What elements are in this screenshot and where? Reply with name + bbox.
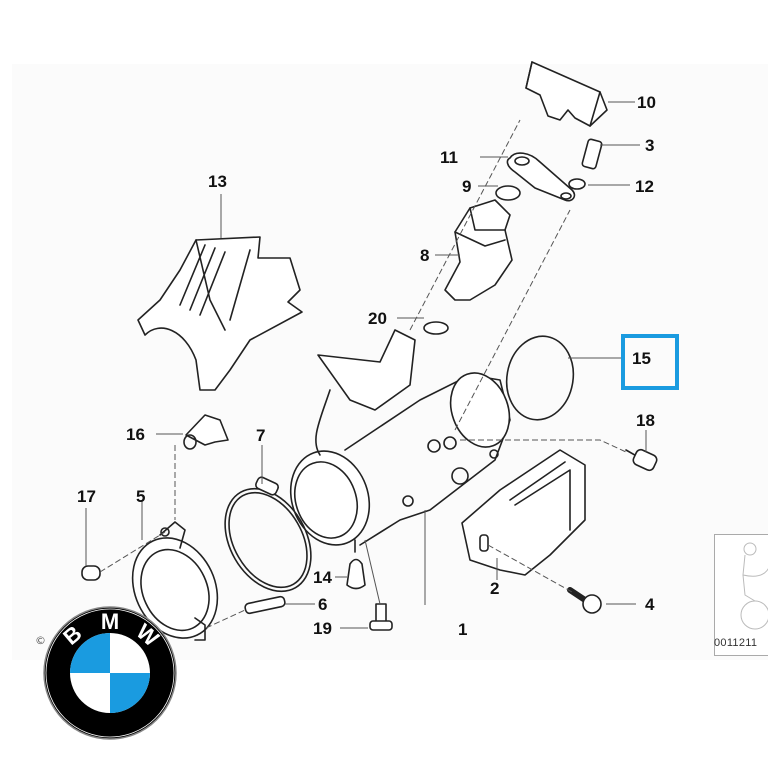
part-8-sensor [444,199,513,301]
part-7-clamp [224,476,312,593]
callout-13[interactable]: 13 [208,172,227,191]
part-4-bolt [567,587,602,614]
reference-thumbnail [714,534,768,656]
part-10-clip [525,61,608,127]
callout-5[interactable]: 5 [136,487,146,506]
part-1-throttle-body [289,329,511,553]
part-5-boot [131,521,219,641]
part-6-bolt [244,595,286,615]
bmw-logo: B M W [43,606,177,740]
callout-6[interactable]: 6 [318,595,328,614]
callout-2[interactable]: 2 [490,579,500,598]
callout-7[interactable]: 7 [256,426,266,445]
callout-12[interactable]: 12 [635,177,654,196]
part-16-connector [183,414,229,450]
callout-4[interactable]: 4 [645,595,655,614]
callout-3[interactable]: 3 [645,136,655,155]
callout-14[interactable]: 14 [313,568,332,587]
callout-17[interactable]: 17 [77,487,96,506]
callout-19[interactable]: 19 [313,619,332,638]
part-12-washer [568,178,586,190]
part-20-washer [423,321,449,335]
part-11-plate [506,152,576,202]
callout-10[interactable]: 10 [637,93,656,112]
copyright-symbol: © [35,634,46,647]
part-14-cap [346,558,366,590]
callout-1[interactable]: 1 [458,620,468,639]
part-9-washer [495,185,521,201]
part-2-module [461,449,586,576]
callout-18[interactable]: 18 [636,411,655,430]
part-17-plug [81,565,101,581]
part-18-screw [625,448,658,472]
motorcycle-thumbnail-icon [740,542,768,630]
callout-16[interactable]: 16 [126,425,145,444]
callout-11[interactable]: 11 [440,148,458,167]
part-13-cover [137,236,303,391]
callout-8[interactable]: 8 [420,246,430,265]
reference-code: 0011211 [714,637,758,649]
callout-20[interactable]: 20 [368,309,387,328]
part-15-oring [505,335,575,421]
callout-9[interactable]: 9 [462,177,472,196]
part-19-bolt [369,603,393,631]
svg-text:M: M [101,609,119,634]
callout-15[interactable]: 15 [632,349,651,368]
part-3-bolt [581,138,603,170]
highlight-box-15 [621,334,679,390]
